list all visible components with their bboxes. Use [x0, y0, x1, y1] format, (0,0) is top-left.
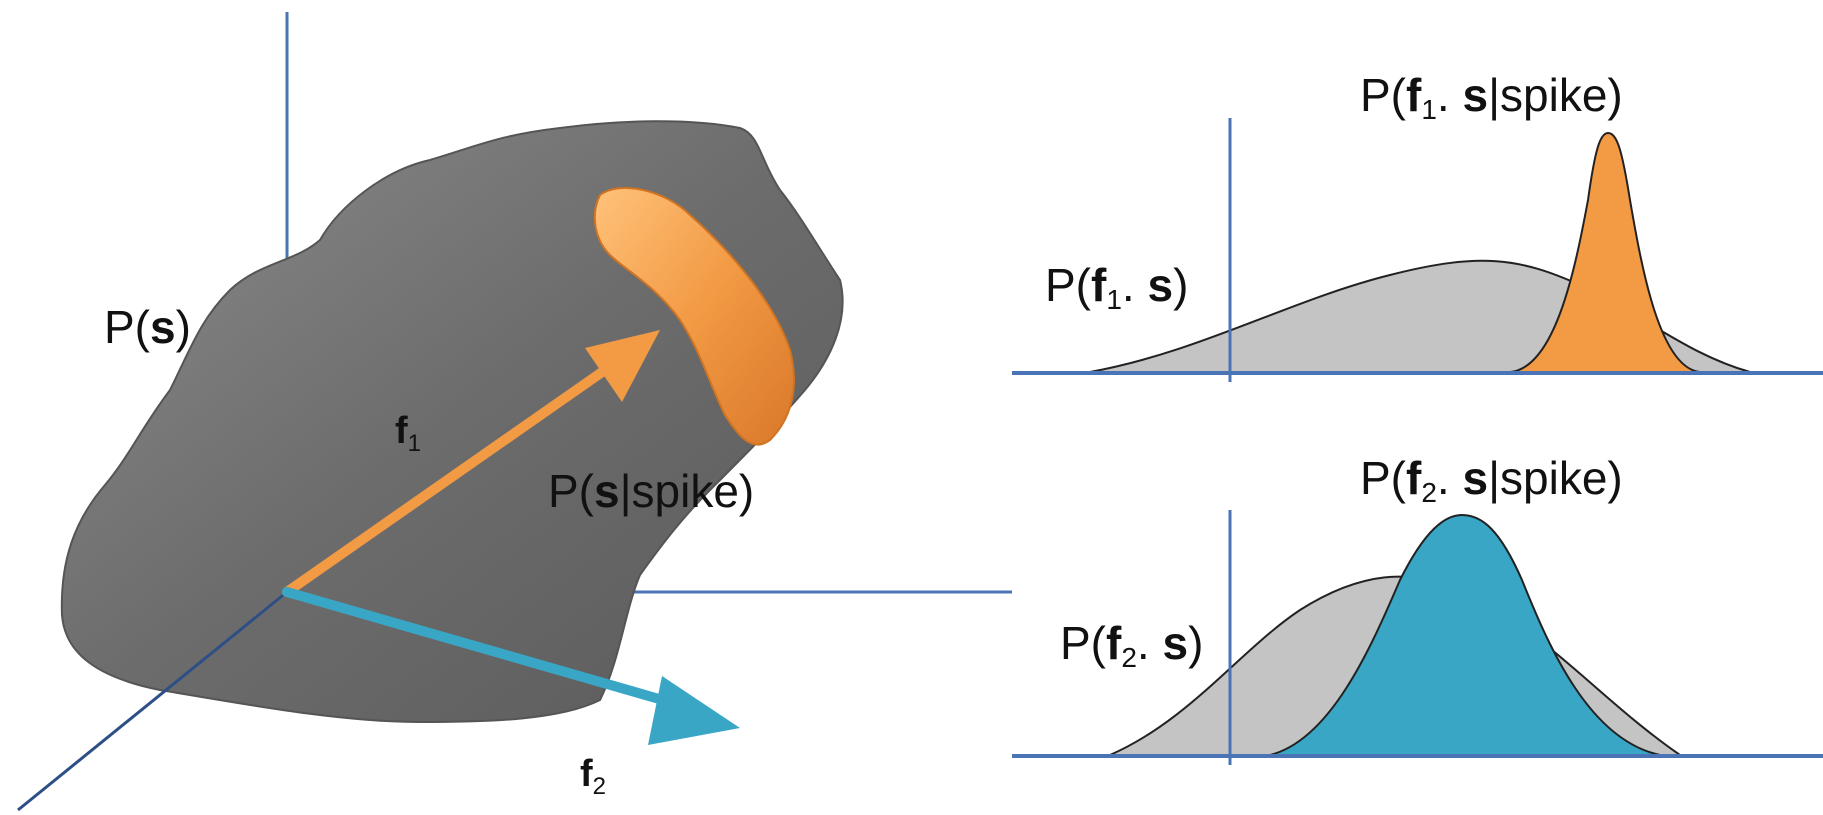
f2-label: f2: [580, 755, 606, 799]
f1-spike-label-f: f: [1406, 69, 1422, 121]
f1-prior-label-f: f: [1091, 259, 1107, 311]
prior-label-p: P(: [104, 301, 150, 353]
f2-prior-label: P(f2. s): [1060, 620, 1203, 672]
f1-spike-curve: [1509, 131, 1701, 373]
f1-arrow-head: [585, 330, 660, 402]
f2-spike-label: P(f2. s|spike): [1360, 455, 1623, 507]
f2-label-f: f: [580, 753, 593, 795]
f1-label-f: f: [395, 410, 408, 452]
f2-arrow-shaft: [282, 587, 685, 710]
f1-arrow-shaft: [282, 365, 610, 597]
f1-prior-label-p: P(: [1045, 259, 1091, 311]
f1-prior-label-dot: .: [1121, 259, 1148, 311]
f1-spike-label-rest: |spike): [1488, 69, 1623, 121]
prior-label-close: ): [175, 301, 191, 353]
f1-spike-label: P(f1. s|spike): [1360, 72, 1623, 124]
f2-spike-curve: [1269, 513, 1661, 756]
spike-label-rest: |spike): [619, 465, 755, 517]
spike-label: P(s|spike): [548, 468, 754, 514]
f1-spike-label-sub: 1: [1421, 94, 1437, 125]
f1-spike-label-dot: .: [1436, 69, 1463, 121]
f1-spike-label-p: P(: [1360, 69, 1406, 121]
f2-prior-label-s: s: [1162, 617, 1189, 669]
f2-arrow-head: [648, 676, 740, 745]
f1-prior-label: P(f1. s): [1045, 262, 1188, 314]
prior-label: P(s): [104, 304, 191, 350]
prior-blob: [60, 120, 844, 724]
spike-label-p: P(: [548, 465, 594, 517]
f1-prior-label-sub: 1: [1106, 284, 1122, 315]
f2-spike-label-s: s: [1462, 452, 1489, 504]
f2-spike-label-f: f: [1406, 452, 1422, 504]
f2-prior-label-close: ): [1188, 617, 1204, 669]
f2-spike-label-p: P(: [1360, 452, 1406, 504]
f2-spike-label-rest: |spike): [1488, 452, 1623, 504]
f1-label: f1: [395, 412, 421, 456]
f2-prior-label-sub: 2: [1121, 642, 1137, 673]
f1-label-sub: 1: [407, 430, 422, 457]
f2-spike-label-sub: 2: [1421, 477, 1437, 508]
spike-region: [593, 187, 795, 446]
spike-label-s: s: [594, 465, 620, 517]
f2-prior-label-dot: .: [1136, 617, 1163, 669]
f2-prior-label-p: P(: [1060, 617, 1106, 669]
f1-spike-label-s: s: [1462, 69, 1489, 121]
f1-prior-label-close: ): [1173, 259, 1189, 311]
depth-axis-left: [17, 590, 288, 812]
panel-f2: [1012, 510, 1823, 765]
f1-prior-label-s: s: [1147, 259, 1174, 311]
f2-spike-label-dot: .: [1436, 452, 1463, 504]
prior-label-s: s: [150, 301, 176, 353]
f2-prior-label-f: f: [1106, 617, 1122, 669]
f2-label-sub: 2: [592, 773, 607, 800]
panel-f1: [1012, 118, 1823, 382]
